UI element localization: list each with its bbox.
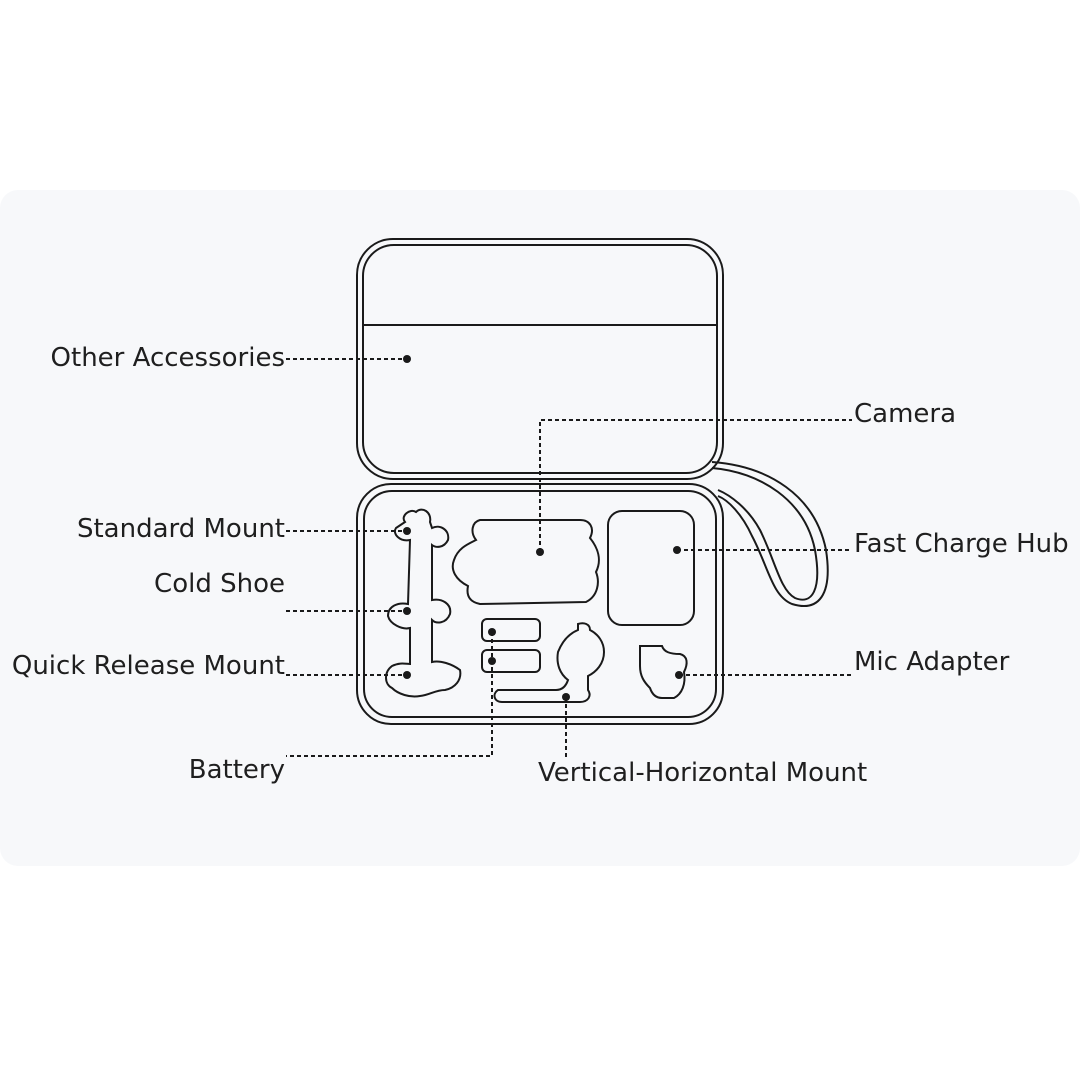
label-cold-shoe: Cold Shoe [154,569,285,599]
dot-quick-release-mount [403,671,411,679]
mount-column-cutout [385,508,462,698]
dot-mic-adapter [675,671,683,679]
label-fast-charge-hub: Fast Charge Hub [854,529,1069,559]
dot-standard-mount [403,527,411,535]
dot-vertical-horizontal-mount [562,693,570,701]
vertical-horizontal-mount-cutout [493,622,606,703]
label-vertical-horizontal-mount: Vertical-Horizontal Mount [538,758,868,788]
fast-charge-hub-cutout [607,510,695,626]
label-mic-adapter: Mic Adapter [854,647,1010,677]
battery-cutout-1 [481,618,541,642]
dot-battery-1 [488,628,496,636]
camera-cutout [451,519,600,606]
dot-camera [536,548,544,556]
label-standard-mount: Standard Mount [76,514,285,544]
wrist-strap [711,461,829,607]
label-quick-release-mount: Quick Release Mount [11,651,285,681]
battery-cutout-2 [481,649,541,673]
dot-cold-shoe [403,607,411,615]
label-battery: Battery [188,755,285,785]
dot-other-accessories [403,355,411,363]
dot-fast-charge-hub [673,546,681,554]
dot-battery-2 [488,657,496,665]
leader-line-battery [286,632,493,757]
label-other-accessories: Other Accessories [50,343,285,373]
label-camera: Camera [854,399,957,429]
case-base [356,483,724,725]
mic-adapter-cutout [639,645,688,699]
leader-line-camera [539,419,852,552]
